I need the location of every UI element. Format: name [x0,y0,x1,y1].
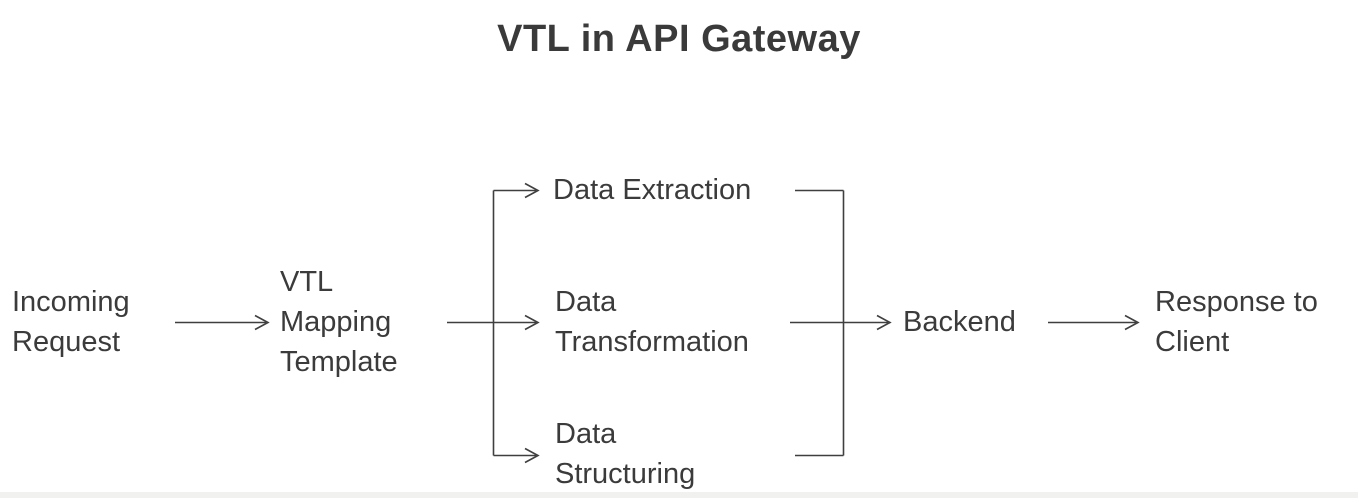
node-incoming-request: Incoming Request [12,286,130,358]
arrow-vtl-to-transformation-head-icon [524,314,540,331]
node-vtl-mapping-template: VTL Mapping Template [280,266,398,378]
arrow-rail-to-structuring-head-icon [524,447,540,464]
arrow-rail-to-extraction-head-icon [524,182,540,199]
node-data-extraction: Data Extraction [553,174,752,206]
page-title: VTL in API Gateway [497,18,861,60]
bottom-edge-divider [0,492,1358,498]
node-response-to-client: Response to Client [1155,286,1318,358]
node-data-structuring: Data Structuring [555,418,696,490]
node-data-transformation: Data Transformation [555,286,749,358]
arrow-backend-to-response-head-icon [1124,314,1140,331]
arrow-rail-to-backend-head-icon [876,314,892,331]
node-backend: Backend [903,306,1016,338]
arrow-incoming-to-vtl-head-icon [254,314,270,331]
